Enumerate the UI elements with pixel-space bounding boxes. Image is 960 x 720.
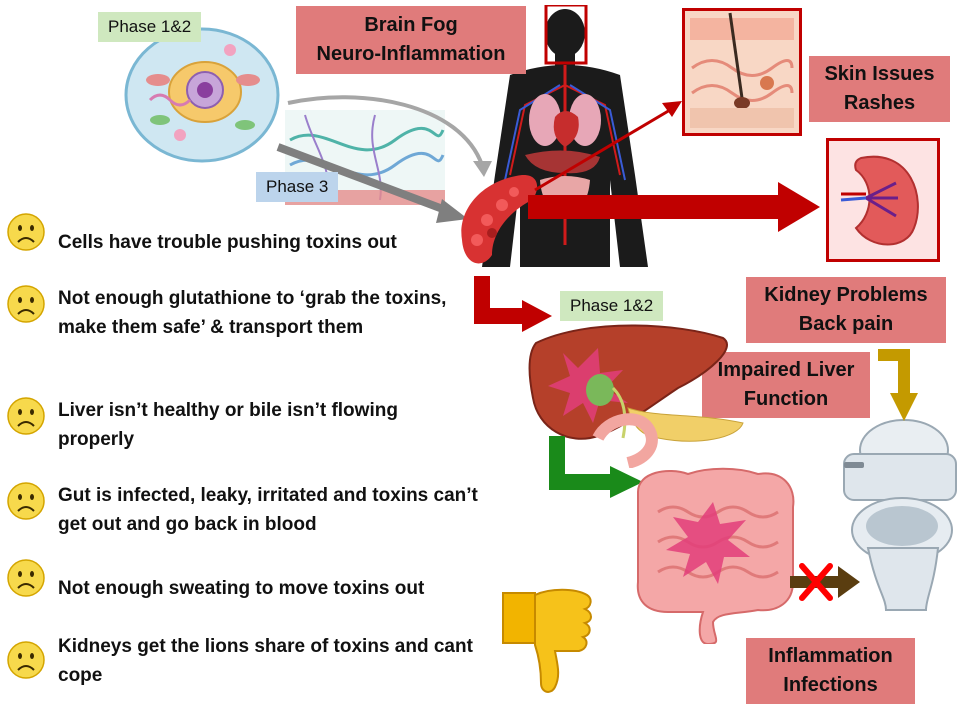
problem-item: Liver isn’t healthy or bile isn’t flowin… — [6, 396, 458, 454]
sad-face-icon — [7, 641, 45, 679]
blood-vessel-illustration — [461, 174, 538, 264]
problem-text: Kidneys get the lions share of toxins an… — [58, 636, 473, 686]
liver-callout: Impaired Liver Function — [702, 352, 870, 418]
sad-face-icon — [7, 213, 45, 251]
sad-face-icon — [7, 559, 45, 597]
problem-item: Cells have trouble pushing toxins out — [6, 212, 458, 257]
problem-text: Cells have trouble pushing toxins out — [58, 232, 397, 253]
cell-illustration — [124, 27, 280, 163]
problem-text: Not enough sweating to move toxins out — [58, 578, 425, 599]
intestine-illustration — [636, 467, 795, 644]
liver-callout-line-1: Impaired Liver — [717, 359, 855, 381]
arrow-to-gut — [549, 436, 643, 498]
arrow-to-toilet — [878, 349, 918, 421]
problem-item: Not enough glutathione to ‘grab the toxi… — [6, 284, 458, 342]
problem-item: Gut is infected, leaky, irritated and to… — [6, 481, 478, 539]
problem-text: Gut is infected, leaky, irritated and to… — [58, 485, 478, 535]
sad-face-icon — [7, 285, 45, 323]
phase-cell-label: Phase 1&2 — [98, 12, 202, 42]
phase-3-label: Phase 3 — [256, 172, 339, 202]
problem-item: Kidneys get the lions share of toxins an… — [6, 636, 478, 690]
problem-item: Not enough sweating to move toxins out — [6, 558, 478, 603]
sad-face-icon — [7, 482, 45, 520]
brain-callout-line-2: Neuro-Inflammation — [316, 43, 506, 65]
skin-callout: Skin Issues Rashes — [809, 56, 950, 122]
kidney-callout-line-1: Kidney Problems — [764, 284, 928, 306]
skin-callout-line-2: Rashes — [843, 92, 916, 114]
liver-illustration — [528, 324, 744, 468]
phase-liver-label: Phase 1&2 — [560, 291, 664, 321]
brain-callout-line-1: Brain Fog — [364, 14, 458, 36]
problem-text: Not enough glutathione to ‘grab the toxi… — [58, 288, 447, 338]
gut-callout: Inflammation Infections — [746, 638, 915, 704]
kidney-callout-line-2: Back pain — [798, 313, 894, 335]
liver-callout-line-2: Function — [743, 388, 829, 410]
skin-callout-line-1: Skin Issues — [824, 63, 935, 85]
kidney-callout: Kidney Problems Back pain — [746, 277, 946, 343]
toilet-illustration — [843, 419, 957, 611]
gut-callout-line-1: Inflammation — [768, 645, 893, 667]
sad-face-icon — [7, 397, 45, 435]
arrow-to-kidney — [528, 182, 820, 232]
gut-callout-line-2: Infections — [783, 674, 878, 696]
cell-to-blood-arrows — [276, 95, 492, 223]
problem-text: Liver isn’t healthy or bile isn’t flowin… — [58, 400, 398, 450]
thumbs-down-icon — [502, 588, 592, 693]
skin-illustration — [682, 8, 802, 136]
x-mark-icon — [799, 563, 833, 601]
kidney-illustration — [826, 138, 940, 262]
brain-callout: Brain Fog Neuro-Inflammation — [296, 6, 526, 74]
arrow-to-liver — [474, 276, 552, 332]
arrow-to-skin — [534, 101, 682, 192]
